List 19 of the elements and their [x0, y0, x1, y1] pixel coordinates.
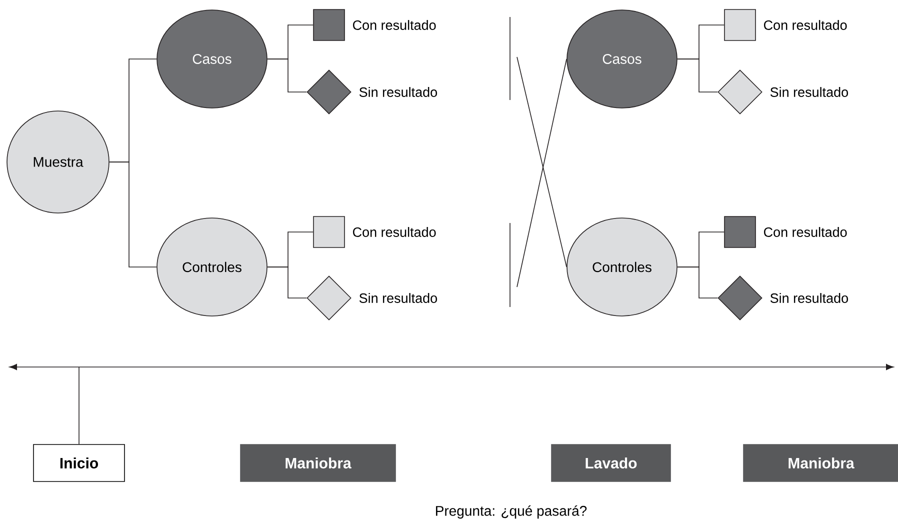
stage-box: Maniobra	[743, 444, 898, 482]
outcome-label: Con resultado	[353, 20, 436, 30]
outcome-label: Sin resultado	[770, 293, 848, 303]
outcome-label: Con resultado	[353, 227, 436, 237]
connector-line	[78, 366, 80, 444]
caption: Pregunta: ¿qué pasará?	[436, 505, 587, 519]
connector-line	[267, 58, 307, 92]
stage-box: Maniobra	[240, 444, 396, 482]
outcome-label: Con resultado	[764, 227, 847, 237]
outcome-label: Sin resultado	[359, 87, 438, 97]
connector-line	[677, 266, 718, 298]
stage-box: Inicio	[33, 444, 125, 482]
outcome-label: Con resultado	[764, 20, 847, 30]
outcome-label: Sin resultado	[359, 293, 438, 303]
outcome-label: Sin resultado	[770, 87, 848, 97]
connector-line	[109, 162, 157, 268]
connector-line	[677, 58, 718, 92]
stage-box: Lavado	[551, 444, 671, 482]
connector-line	[267, 266, 307, 298]
